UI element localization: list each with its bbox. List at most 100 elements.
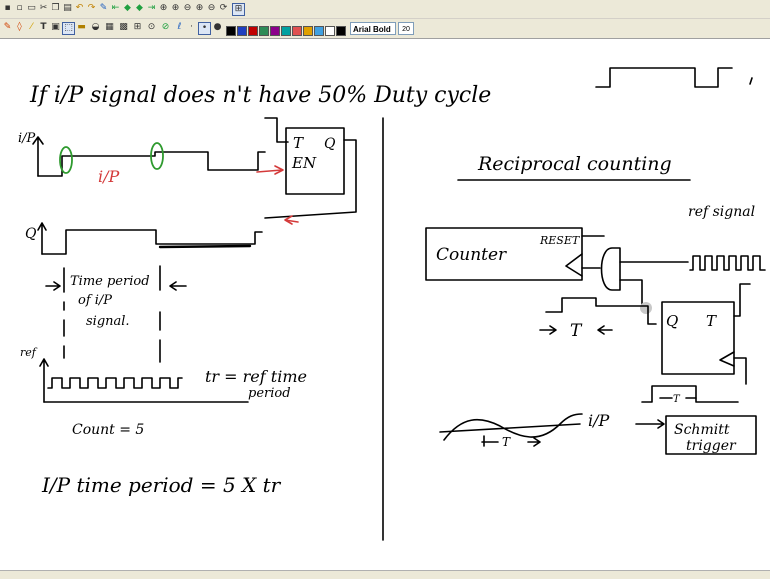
heading-text: If i/P signal does n't have 50% Duty cyc… xyxy=(29,83,491,108)
dropdown-icon[interactable]: · xyxy=(186,22,197,33)
gate-ff-input-wire xyxy=(620,280,642,308)
ref-pulse-train xyxy=(48,378,182,388)
color-swatch[interactable] xyxy=(248,26,258,36)
ff-q-label: Q xyxy=(324,136,336,152)
paste-icon[interactable]: ▤ xyxy=(62,3,73,14)
zoom-page-icon[interactable]: ⊖ xyxy=(206,3,217,14)
pen-icon[interactable]: ✎ xyxy=(98,3,109,14)
pointer-icon[interactable]: ⊘ xyxy=(160,22,171,33)
redo-icon[interactable]: ↷ xyxy=(86,3,97,14)
open-icon[interactable]: ▭ xyxy=(26,3,37,14)
ff2-q-label: Q xyxy=(666,312,678,330)
zoom-out-icon[interactable]: ⊖ xyxy=(182,3,193,14)
font-size-box[interactable]: 20 xyxy=(398,22,414,35)
ff-en-label: EN xyxy=(291,154,317,172)
ff-t-label: T xyxy=(293,134,304,152)
new-page-icon[interactable]: ▫ xyxy=(14,3,25,14)
thin-dot-icon[interactable]: • xyxy=(198,22,211,35)
first-page-icon[interactable]: ⇤ xyxy=(110,3,121,14)
pen-icon[interactable]: ✎ xyxy=(2,22,13,33)
color-swatch[interactable] xyxy=(292,26,302,36)
insert-page-icon[interactable]: ⊞ xyxy=(232,3,245,16)
tr-definition-2: period xyxy=(248,386,291,401)
and-gate xyxy=(602,248,621,290)
rectangle-icon[interactable]: ▬ xyxy=(76,22,87,33)
schmitt-label-1: Schmitt xyxy=(674,422,730,438)
sine-t-label: T xyxy=(502,435,511,449)
color-swatch[interactable] xyxy=(281,26,291,36)
ip-axis xyxy=(33,137,43,176)
color-swatch[interactable] xyxy=(226,26,236,36)
equation: I/P time period = 5 X tr xyxy=(41,473,282,497)
eraser-icon[interactable]: ◊ xyxy=(14,22,25,33)
heading-waveform xyxy=(596,68,732,87)
schmitt-label-2: trigger xyxy=(686,438,737,454)
time-period-line2: of i/P xyxy=(78,293,112,308)
ip-label-right: i/P xyxy=(588,411,610,430)
counter-label: Counter xyxy=(436,245,507,265)
stamp-icon[interactable]: ▩ xyxy=(118,22,129,33)
time-period-line1: Time period xyxy=(70,274,150,289)
save-icon[interactable]: ▪ xyxy=(2,3,13,14)
q-waveform-emphasis xyxy=(160,246,250,247)
ff2-clock-wire xyxy=(734,358,746,384)
time-period-line3: signal. xyxy=(86,314,130,329)
heading-tick xyxy=(750,78,752,84)
schmitt-t-label: T xyxy=(673,394,681,405)
cut-icon[interactable]: ✂ xyxy=(38,3,49,14)
gate-pulse-waveform xyxy=(546,298,656,324)
refresh-icon[interactable]: ⟳ xyxy=(218,3,229,14)
color-swatch[interactable] xyxy=(325,26,335,36)
ellipse-icon[interactable]: ◒ xyxy=(90,22,101,33)
color-swatch[interactable] xyxy=(336,26,346,36)
tr-definition: tr = ref time xyxy=(205,367,307,386)
q-axis xyxy=(38,223,46,254)
ref-axis xyxy=(40,359,48,402)
line-icon[interactable]: ℓ xyxy=(174,22,185,33)
zoom-width-icon[interactable]: ⊕ xyxy=(194,3,205,14)
pen-toolbar: ✎ ◊ ⁄ T ▣ ⬚ ▬ ◒ ▦ ▩ ⊞ ⊙ ⊘ ℓ · • ● Arial … xyxy=(0,19,770,39)
zoom-fit-icon[interactable]: ⊕ xyxy=(158,3,169,14)
ff-t-input xyxy=(265,118,288,142)
reciprocal-title: Reciprocal counting xyxy=(477,153,672,175)
ref-axis-label: ref xyxy=(20,346,38,359)
reset-label: RESET xyxy=(539,234,581,247)
count-label: Count = 5 xyxy=(72,422,144,438)
red-arrow-in xyxy=(257,166,283,174)
thick-dot-icon[interactable]: ● xyxy=(212,22,223,33)
copy-icon[interactable]: ❐ xyxy=(50,3,61,14)
insert-image-icon[interactable]: ▣ xyxy=(50,22,61,33)
ref-signal-pulses xyxy=(690,256,765,270)
shapes-icon[interactable]: ⊞ xyxy=(132,22,143,33)
ff2-t-input xyxy=(734,284,750,316)
ff2-clock-triangle xyxy=(720,352,734,366)
font-name-box[interactable]: Arial Bold xyxy=(350,22,396,35)
prev-page-icon[interactable]: ◆ xyxy=(122,3,133,14)
color-swatch[interactable] xyxy=(314,26,324,36)
lock-icon[interactable]: ⊙ xyxy=(146,22,157,33)
q-waveform xyxy=(42,230,262,254)
highlighter-icon[interactable]: ⁄ xyxy=(26,22,37,33)
lasso-icon[interactable]: ▦ xyxy=(104,22,115,33)
ref-signal-label: ref signal xyxy=(688,204,755,220)
schmitt-output-waveform xyxy=(642,386,738,402)
cursor-dot xyxy=(640,302,652,314)
schmitt-input-arrow xyxy=(636,420,664,428)
color-swatch[interactable] xyxy=(303,26,313,36)
last-page-icon[interactable]: ⇥ xyxy=(146,3,157,14)
color-swatch[interactable] xyxy=(259,26,269,36)
zoom-in-icon[interactable]: ⊕ xyxy=(170,3,181,14)
q-axis-label: Q xyxy=(25,226,37,242)
select-icon[interactable]: ⬚ xyxy=(62,22,75,35)
color-swatch[interactable] xyxy=(270,26,280,36)
text-icon[interactable]: T xyxy=(38,22,49,33)
whiteboard-canvas[interactable]: If i/P signal does n't have 50% Duty cyc… xyxy=(0,40,770,570)
ff2-t-label: T xyxy=(706,312,717,330)
next-page-icon[interactable]: ◆ xyxy=(134,3,145,14)
ip-waveform-label: i/P xyxy=(98,167,120,186)
ff-q-output-wire xyxy=(265,140,356,218)
color-swatch[interactable] xyxy=(237,26,247,36)
undo-icon[interactable]: ↶ xyxy=(74,3,85,14)
sine-input xyxy=(444,414,582,440)
clock-triangle xyxy=(566,254,582,276)
